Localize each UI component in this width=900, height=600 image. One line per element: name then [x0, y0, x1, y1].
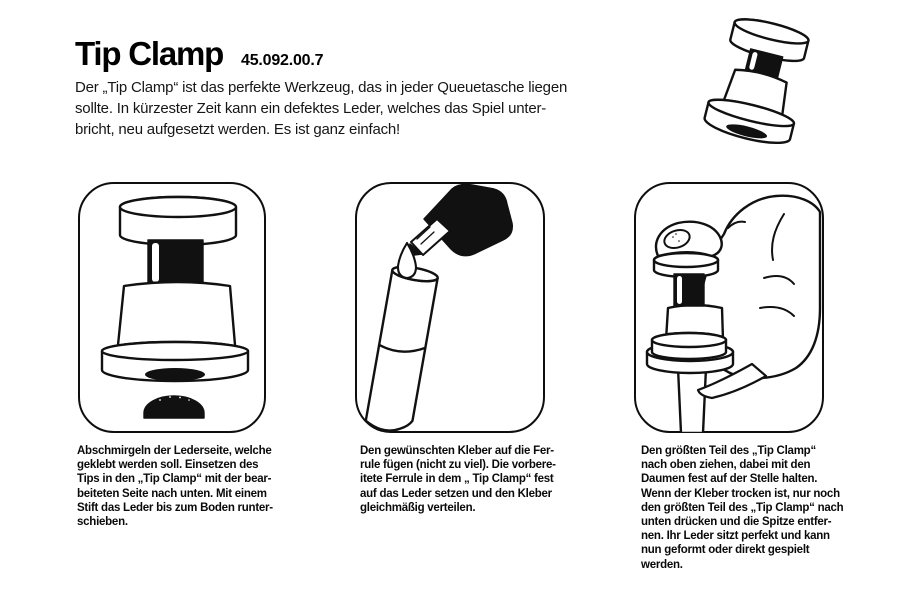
glue-bottle	[422, 183, 513, 256]
glue-drop	[396, 241, 417, 279]
step-3-caption: Den größten Teil des „Tip Clamp“ nach ob…	[641, 445, 844, 571]
page-title: Tip Clamp	[75, 35, 224, 72]
tip-clamp-tilted	[703, 18, 810, 145]
cue-ferrule	[364, 265, 439, 432]
tip-clamp-product-illustration	[703, 18, 810, 145]
label-text-squiggle	[415, 225, 435, 245]
knuckle-line	[726, 220, 746, 229]
thumb-nail	[662, 228, 691, 249]
step-1-panel	[78, 182, 266, 433]
front-fingers	[696, 362, 767, 399]
step-1-illustration	[100, 195, 249, 419]
step-2-caption: Den gewünschten Kleber auf die Fer- rule…	[360, 445, 556, 514]
intro-paragraph: Der „Tip Clamp“ ist das perfekte Werkzeu…	[75, 79, 568, 138]
step-2-illustration	[364, 183, 513, 432]
cue-shaft	[676, 366, 707, 433]
product-number: 45.092.00.7	[241, 52, 324, 69]
ferrule-seam	[377, 343, 427, 353]
leather-tip	[142, 394, 205, 419]
step-2-panel	[355, 182, 545, 433]
step-1-caption: Abschmirgeln der Lederseite, welche gekl…	[77, 445, 273, 529]
hand-fold-line	[770, 212, 785, 261]
step-3-panel	[634, 182, 824, 433]
clamp-base-hole	[726, 124, 768, 139]
step-3-illustration	[645, 194, 821, 433]
finger-fold-2	[758, 305, 795, 317]
clamp-base-hole	[144, 367, 205, 381]
finger-fold-1	[762, 274, 795, 285]
